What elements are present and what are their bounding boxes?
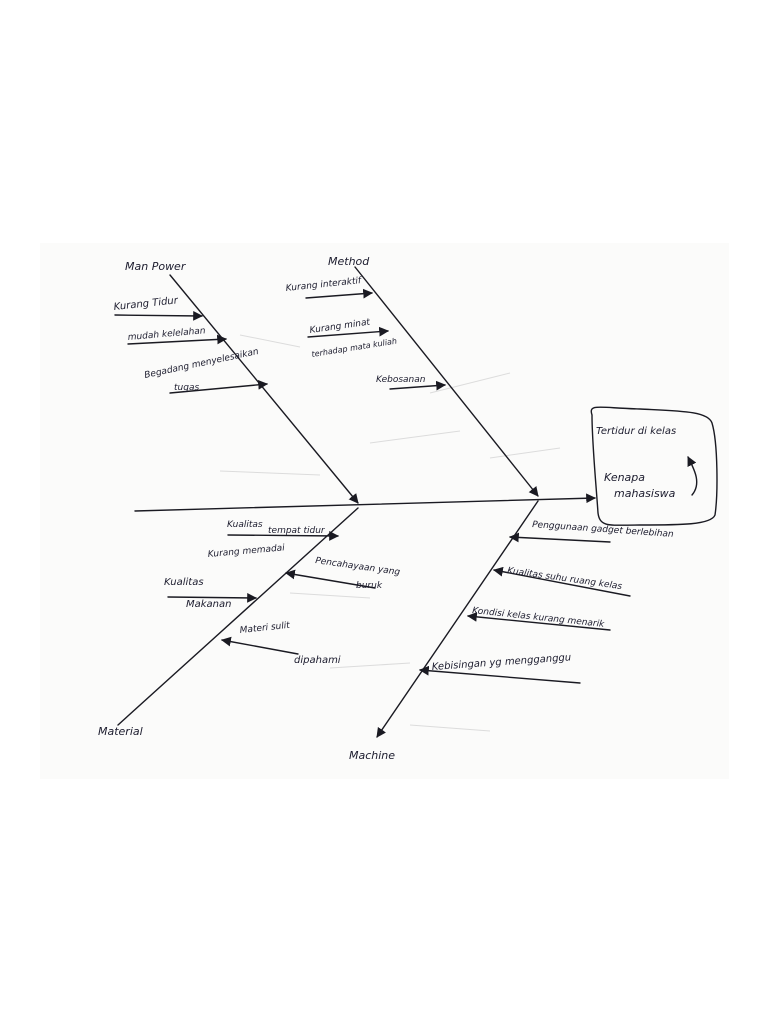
category-title-material: Material (98, 725, 143, 738)
category-title-machine: Machine (349, 749, 395, 762)
manpower-branches (114, 310, 268, 394)
cause-label: Kualitas suhu ruang kelas (507, 566, 623, 592)
cause-label: Pencahayaan yang (315, 556, 401, 578)
cause-label: Kurang Tidur (113, 295, 179, 313)
cause-label: Materi sulit (239, 621, 291, 636)
effect-text: Kenapa (604, 471, 645, 484)
bone-material (117, 507, 359, 726)
cause-label: Kurang interaktif (285, 276, 363, 294)
category-title-method: Method (328, 255, 370, 268)
cause-label: Makanan (186, 599, 231, 610)
paper-sheet: Man Power Method Material Machine Kurang… (40, 243, 729, 779)
cause-label: Kualitas (227, 520, 263, 530)
cause-label: dipahami (294, 655, 341, 666)
cause-label: Kebisingan yg mengganggu (431, 652, 571, 673)
effect-text: Tertidur di kelas (596, 426, 676, 437)
cause-label: Kualitas (164, 577, 204, 588)
spine-line (134, 493, 596, 512)
effect-box (590, 406, 718, 526)
cause-label: Kondisi kelas kurang menarik (472, 606, 606, 630)
cause-label: terhadap mata kuliah (311, 337, 398, 359)
fishbone-diagram: Man Power Method Material Machine Kurang… (98, 255, 718, 762)
cause-label: buruk (356, 581, 383, 591)
effect-curve-arrow (687, 456, 698, 496)
effect-text: mahasiswa (614, 487, 676, 500)
material-branches (167, 531, 376, 655)
cause-label: tugas (174, 383, 199, 393)
cause-label: tempat tidur (268, 526, 326, 536)
bone-method (354, 266, 539, 497)
category-title-manpower: Man Power (125, 260, 187, 273)
cause-label: Kurang memadai (207, 543, 285, 560)
method-branches (305, 288, 446, 391)
machine-branches (419, 532, 631, 684)
cause-label: Kebosanan (376, 375, 426, 385)
